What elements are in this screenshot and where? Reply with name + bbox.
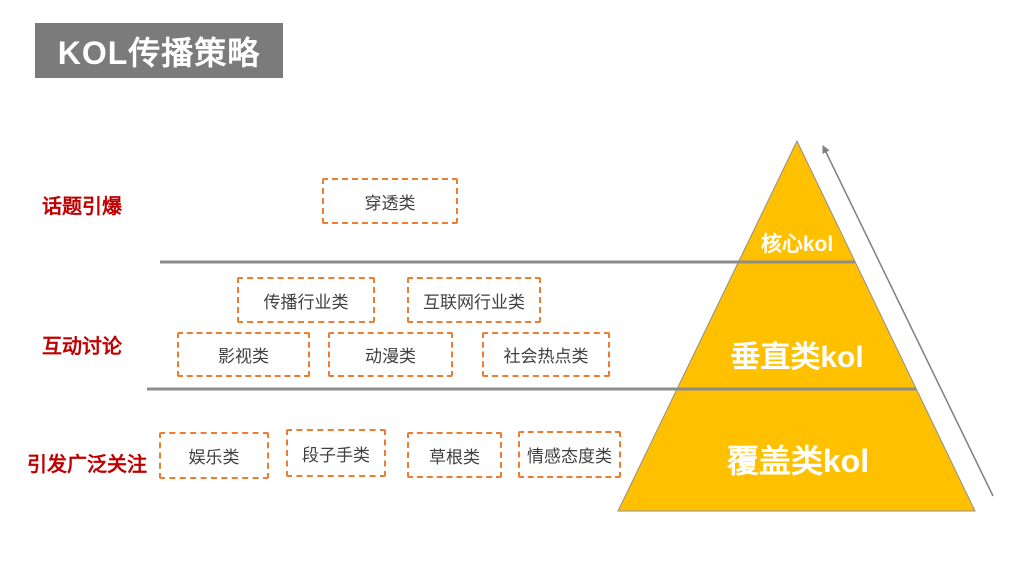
stage-label-interactive-discussion: 互动讨论 bbox=[42, 336, 122, 358]
stage-label-topic-ignition: 话题引爆 bbox=[42, 196, 122, 218]
category-box-film-tv: 影视类 bbox=[177, 332, 310, 377]
category-label: 草根类 bbox=[429, 447, 480, 467]
category-box-social-hotspot: 社会热点类 bbox=[482, 332, 610, 377]
category-label: 穿透类 bbox=[364, 193, 416, 213]
category-label: 情感态度类 bbox=[527, 447, 612, 466]
category-box-communication-industry: 传播行业类 bbox=[237, 277, 375, 323]
category-label: 社会热点类 bbox=[503, 347, 589, 366]
category-box-internet-industry: 互联网行业类 bbox=[407, 277, 541, 323]
category-box-anime: 动漫类 bbox=[328, 332, 453, 377]
pyramid-shape bbox=[617, 139, 976, 512]
pyramid-tier-label-coverage-kol: 覆盖类kol bbox=[726, 443, 870, 479]
stage-label-broad-attention: 引发广泛关注 bbox=[27, 454, 147, 476]
category-label: 娱乐类 bbox=[188, 448, 240, 467]
category-label: 传播行业类 bbox=[263, 292, 349, 312]
category-label: 影视类 bbox=[218, 347, 269, 366]
slide-title: KOL传播策略 bbox=[35, 23, 283, 78]
category-label: 动漫类 bbox=[365, 347, 416, 366]
category-box-emotional-attitude: 情感态度类 bbox=[518, 431, 621, 478]
ascending-arrow-icon bbox=[822, 145, 994, 497]
category-box-jokester: 段子手类 bbox=[286, 429, 386, 477]
category-box-penetration: 穿透类 bbox=[322, 178, 458, 224]
slide-title-text: KOL传播策略 bbox=[57, 34, 261, 71]
category-box-grassroots: 草根类 bbox=[407, 432, 502, 478]
pyramid-tier-label-core-kol: 核心kol bbox=[760, 233, 834, 256]
category-label: 互联网行业类 bbox=[423, 292, 525, 312]
pyramid-tier-label-vertical-kol: 垂直类kol bbox=[730, 341, 864, 374]
category-label: 段子手类 bbox=[302, 445, 370, 465]
category-box-entertainment: 娱乐类 bbox=[159, 432, 269, 479]
